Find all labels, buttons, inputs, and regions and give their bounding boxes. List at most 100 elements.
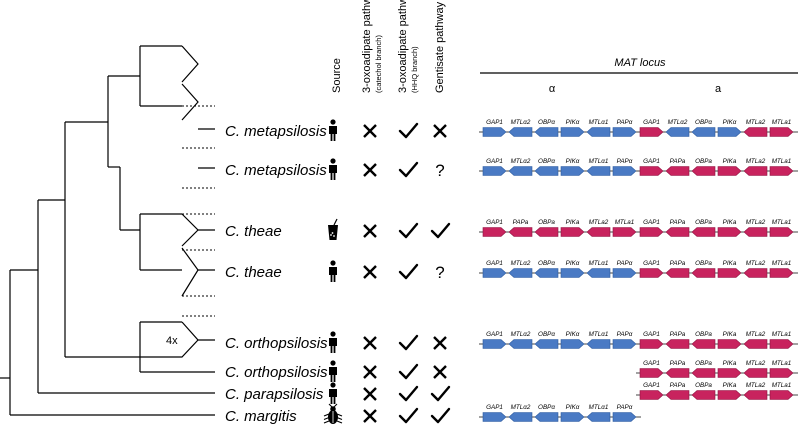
gene-label: GAP1 (486, 119, 503, 126)
species-name: C. metapsilosis (225, 162, 327, 179)
gene-arrow (612, 339, 637, 349)
gene-arrow (743, 268, 768, 278)
species-name: C. orthopsilosis (225, 364, 328, 381)
gene-label: PIKα (566, 331, 580, 338)
gene-label: MTLa1 (772, 119, 792, 126)
gene-label: MTLa1 (772, 360, 792, 367)
gene-label: OBPα (538, 331, 555, 338)
gene-label: OBPα (538, 158, 555, 165)
gene-label: PAPa (670, 331, 686, 338)
gene-label: GAP1 (643, 119, 660, 126)
gene-label: OBPα (538, 404, 555, 411)
human-icon (329, 331, 337, 353)
gene-label: PIKα (566, 260, 580, 267)
gene-label: PAPa (670, 219, 686, 226)
gene-label: PAPa (670, 360, 686, 367)
gene-label: GAP1 (486, 158, 503, 165)
gene-arrow (508, 412, 533, 422)
gene-label: MTLa2 (746, 331, 766, 338)
gene-arrow (639, 227, 664, 237)
gene-arrow (769, 339, 794, 349)
gene-label: PAPα (617, 119, 633, 126)
gene-arrow (691, 127, 716, 137)
gene-label: GAP1 (486, 219, 503, 226)
gene-label: MTLα1 (589, 260, 609, 267)
gene-arrow (639, 368, 664, 378)
gene-arrow (717, 368, 742, 378)
gene-label: OBPα (538, 260, 555, 267)
gene-label: MTLa1 (615, 219, 635, 226)
gene-label: OBPα (695, 119, 712, 126)
gene-arrow (482, 339, 507, 349)
gene-arrow (639, 390, 664, 400)
gene-arrow (743, 127, 768, 137)
column-headers: Source 3-oxoadipate pathway (catechol br… (331, 0, 798, 95)
gene-arrow (691, 339, 716, 349)
species-name: C. parapsilosis (225, 386, 324, 403)
gene-label: GAP1 (643, 360, 660, 367)
gentisate-mark (433, 124, 447, 138)
gene-label: MTLa1 (772, 158, 792, 165)
human-icon (329, 360, 337, 382)
hhq-mark (398, 122, 419, 139)
gene-arrow (717, 227, 742, 237)
source-header: Source (331, 58, 343, 93)
beetle-icon (323, 403, 343, 425)
gene-arrow (482, 166, 507, 176)
gene-arrow (612, 127, 637, 137)
gene-label: GAP1 (643, 158, 660, 165)
gene-arrow (665, 339, 690, 349)
gene-label: MTLα1 (589, 404, 609, 411)
gene-arrow (717, 268, 742, 278)
gene-label: OBPa (695, 219, 712, 226)
gene-arrow (508, 227, 533, 237)
gene-arrow (717, 390, 742, 400)
gene-arrow (560, 412, 585, 422)
a-header: a (715, 83, 722, 95)
species-name: C. theae (225, 223, 282, 240)
gene-arrow (508, 268, 533, 278)
gene-label: GAP1 (486, 260, 503, 267)
gene-arrow (534, 268, 559, 278)
gene-arrow (560, 166, 585, 176)
hhq-mark (398, 334, 419, 351)
gene-label: OBPa (538, 219, 555, 226)
phylogenetic-tree (0, 45, 215, 416)
human-icon (329, 260, 337, 282)
gene-label: PIKa (723, 260, 737, 267)
catechol-mark (363, 365, 377, 379)
tea-cup-icon (328, 218, 338, 240)
mat-locus-title: MAT locus (614, 57, 666, 69)
gene-arrow (691, 227, 716, 237)
gene-label: MTLa2 (746, 219, 766, 226)
gene-label: GAP1 (643, 331, 660, 338)
gene-label: PAPα (617, 404, 633, 411)
gentisate-mark: ? (435, 263, 444, 282)
gene-arrow (586, 166, 611, 176)
hhq-mark (398, 363, 419, 380)
catechol-mark (363, 224, 377, 238)
gene-arrow (665, 127, 690, 137)
gene-label: PIKα (566, 404, 580, 411)
gene-label: GAP1 (486, 331, 503, 338)
gentisate-header: Gentisate pathway (434, 1, 446, 93)
species-name: C. metapsilosis (225, 123, 327, 140)
gene-arrow (534, 127, 559, 137)
gene-arrow (665, 166, 690, 176)
gene-label: MTLa1 (772, 260, 792, 267)
gene-arrow (560, 227, 585, 237)
gene-label: MTLα2 (511, 331, 531, 338)
gene-arrow (534, 339, 559, 349)
alpha-header: α (549, 83, 556, 95)
hhq-subheader: (HHQ branch) (410, 46, 419, 93)
